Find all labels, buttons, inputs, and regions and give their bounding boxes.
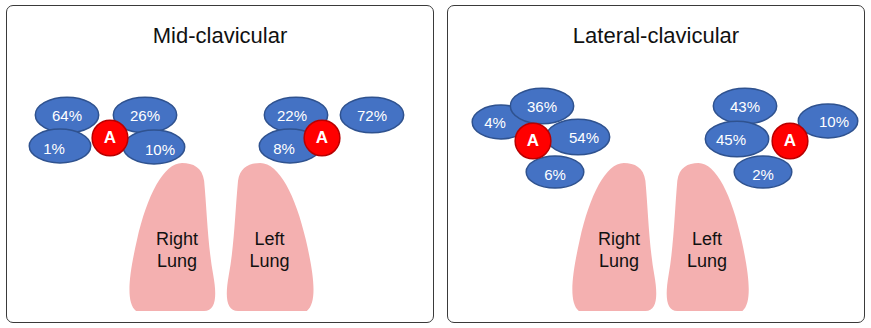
ellipse-shape [734,156,792,188]
view-panel: Mid-clavicular 64% 26% 1% 10% A 22% 72% 8% A Right… [6,5,434,323]
lung-label: Left Lung [679,229,735,272]
lymph-node-ellipse: 6% [525,155,585,189]
lymph-node-ellipse: 45% [704,120,770,158]
ellipse-shape [713,88,776,124]
percentage-label: 72% [357,107,387,124]
percentage-label: 43% [730,98,760,115]
ellipse-shape [472,105,530,139]
panel-title: Mid-clavicular [7,23,433,49]
ellipse-shape [546,119,609,155]
circle-shape [304,120,340,156]
lymph-node-ellipse: 64% [34,96,100,134]
lymph-node-ellipse: 54% [545,118,611,156]
percentage-label: 22% [277,107,307,124]
ellipse-shape [29,129,90,163]
marker-circle: A [771,122,809,160]
circle-shape [515,123,551,159]
marker-circle: A [514,122,552,160]
view-panel: Lateral-clavicular 4% 36% 54% 6% A 43% 10% 45% 2%… [447,5,865,323]
lung-path [227,163,314,311]
lung-label: Left Lung [242,229,298,272]
percentage-label: 8% [273,140,295,157]
percentage-label: 4% [484,114,506,131]
percentage-label: 64% [52,107,82,124]
percentage-label: 36% [527,98,557,115]
ellipse-shape [113,97,176,133]
lymph-node-ellipse: 43% [712,87,778,125]
percentage-label: 10% [145,141,175,158]
marker-letter: A [527,131,539,151]
lymph-node-ellipse: 8% [258,128,322,164]
percentage-label: 54% [569,129,599,146]
ellipse-shape [259,129,320,163]
lung-path [129,163,215,311]
lymph-node-ellipse: 26% [112,96,178,134]
lymph-node-ellipse: 10% [122,129,186,165]
marker-circle: A [91,119,129,157]
percentage-label: 2% [752,166,774,183]
percentage-label: 1% [43,140,65,157]
ellipse-shape [123,130,184,164]
lung-shape: Right Lung [125,163,217,311]
ellipse-shape [264,97,327,133]
lung-shape: Left Lung [225,163,318,311]
lung-shape: Left Lung [665,163,753,311]
lymph-node-ellipse: 10% [797,103,859,139]
panel-title: Lateral-clavicular [448,23,864,49]
lung-path [572,163,656,311]
marker-letter: A [316,128,328,148]
ellipse-shape [526,156,584,188]
lung-label: Right Lung [149,229,205,272]
circle-shape [92,120,128,156]
lymph-node-ellipse: 2% [733,155,793,189]
ellipse-shape [798,104,858,138]
marker-letter: A [784,131,796,151]
lymph-node-ellipse: 4% [471,104,531,140]
lymph-node-ellipse: 1% [28,128,92,164]
marker-circle: A [303,119,341,157]
lung-label: Right Lung [591,229,647,272]
ellipse-shape [705,121,768,157]
ellipse-shape [340,97,403,133]
ellipse-shape [510,88,573,124]
lymph-node-ellipse: 72% [339,96,405,134]
percentage-label: 26% [130,107,160,124]
ellipse-shape [35,97,98,133]
marker-letter: A [104,128,116,148]
circle-shape [772,123,808,159]
lung-shape: Right Lung [568,163,658,311]
percentage-label: 10% [819,113,849,130]
lung-path [667,163,749,311]
percentage-label: 6% [544,166,566,183]
percentage-label: 45% [716,131,746,148]
lymph-node-ellipse: 36% [509,87,575,125]
